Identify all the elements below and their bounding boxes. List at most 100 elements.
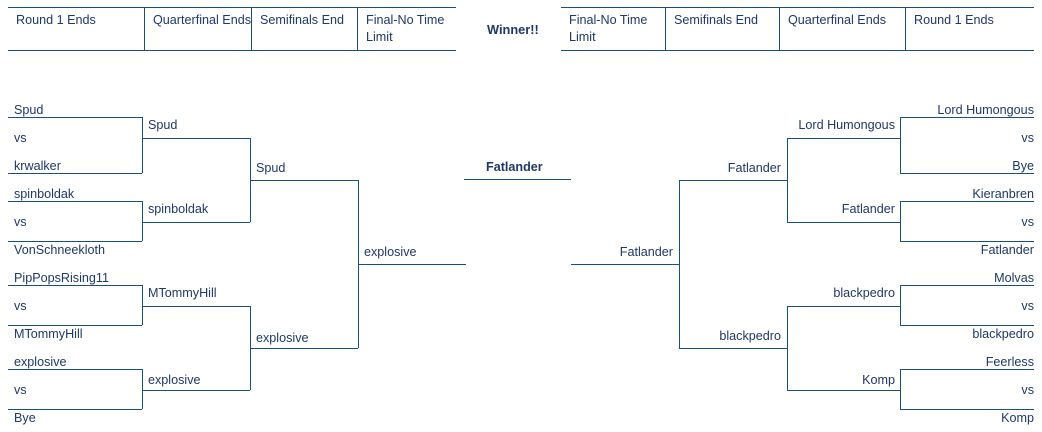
right-r1-match-4-connector <box>900 369 901 409</box>
right-qf-winner-4: Komp <box>862 373 895 387</box>
left-qf-winner-2: spinboldak <box>148 202 209 216</box>
right-r1-match-1-vs: vs <box>1021 131 1034 145</box>
header-semifinals-end-right: Semifinals End <box>666 8 780 50</box>
left-r1-match-4-vs: vs <box>14 383 27 397</box>
right-qf-winner-1: Lord Humongous <box>798 118 895 132</box>
left-sf-2-line <box>250 348 358 349</box>
left-qf-2-line <box>142 222 250 223</box>
right-r1-match-2-line-top <box>900 201 1034 202</box>
right-r1-match-4-line-bottom <box>900 409 1034 410</box>
right-qf-connector-top <box>787 138 788 222</box>
left-r1-match-2-vs: vs <box>14 215 27 229</box>
left-r1-match-3: PipPopsRising11 vs MTommyHill <box>14 264 148 348</box>
left-r1-match-1: Spud vs krwalker <box>14 96 148 180</box>
left-r1-match-2-player-bottom: VonSchneekloth <box>14 243 106 257</box>
header-final-no-time-limit-right: Final-No Time Limit <box>561 8 666 50</box>
left-sf-1-line <box>250 180 358 181</box>
left-r1-match-3-connector <box>142 285 143 325</box>
left-r1-match-1-vs: vs <box>14 131 27 145</box>
right-final-line <box>571 264 679 265</box>
left-r1-match-1-player-top: Spud <box>14 103 44 117</box>
right-r1-match-3-player-bottom: blackpedro <box>972 327 1034 341</box>
left-r1-match-2: spinboldak vs VonSchneekloth <box>14 180 148 264</box>
left-qf-4-line <box>142 390 250 391</box>
right-final-winner: Fatlander <box>619 245 673 259</box>
left-r1-match-2-line-top <box>8 201 142 202</box>
right-qf-3-line <box>787 306 900 307</box>
right-qf-1-line <box>787 138 900 139</box>
left-r1-match-4-player-bottom: Bye <box>14 411 36 425</box>
right-r1-match-1-player-bottom: Bye <box>1012 159 1034 173</box>
left-r1-match-3-line-top <box>8 285 142 286</box>
left-final-line <box>358 264 466 265</box>
right-r1-match-3-line-top <box>900 285 1034 286</box>
right-sf-connector <box>679 180 680 348</box>
right-r1-match-3-player-top: Molvas <box>994 271 1034 285</box>
right-sf-2-line <box>679 348 787 349</box>
left-r1-match-1-line-bottom <box>8 173 142 174</box>
right-r1-match-3: Molvas vs blackpedro <box>900 264 1034 348</box>
left-r1-match-2-player-top: spinboldak <box>14 187 75 201</box>
left-r1-match-4-line-bottom <box>8 409 142 410</box>
left-qf-3-line <box>142 306 250 307</box>
left-r1-match-4-line-top <box>8 369 142 370</box>
header-quarterfinal-ends-left: Quarterfinal Ends <box>145 8 252 50</box>
header-row-right: Final-No Time Limit Semifinals End Quart… <box>561 7 1034 51</box>
right-r1-match-3-connector <box>900 285 901 325</box>
right-r1-match-4-line-top <box>900 369 1034 370</box>
left-r1-match-4-player-top: explosive <box>14 355 67 369</box>
champion-underline <box>464 179 571 180</box>
left-r1-match-2-connector <box>142 201 143 241</box>
right-r1-match-2: Kieranbren vs Fatlander <box>900 180 1034 264</box>
right-r1-match-1-connector <box>900 117 901 173</box>
right-r1-match-1-line-top <box>900 117 1034 118</box>
right-sf-1-line <box>679 180 787 181</box>
left-r1-match-3-line-bottom <box>8 325 142 326</box>
right-r1-match-4-vs: vs <box>1021 383 1034 397</box>
left-r1-match-2-line-bottom <box>8 241 142 242</box>
right-r1-match-2-player-top: Kieranbren <box>972 187 1034 201</box>
left-sf-winner-2: explosive <box>256 331 309 345</box>
left-qf-winner-4: explosive <box>148 373 201 387</box>
right-qf-2-line <box>787 222 900 223</box>
right-qf-connector-bottom <box>787 306 788 390</box>
left-qf-winner-1: Spud <box>148 118 178 132</box>
left-sf-winner-1: Spud <box>256 161 286 175</box>
left-r1-match-3-player-bottom: MTommyHill <box>14 327 83 341</box>
winner-label: Winner!! <box>487 22 539 37</box>
right-r1-match-2-player-bottom: Fatlander <box>980 243 1034 257</box>
right-r1-match-4: Feerless vs Komp <box>900 348 1034 432</box>
right-r1-match-4-player-top: Feerless <box>985 355 1034 369</box>
champion-name: Fatlander <box>486 160 543 174</box>
right-r1-match-3-line-bottom <box>900 325 1034 326</box>
header-semifinals-end-left: Semifinals End <box>252 8 358 50</box>
header-final-no-time-limit-left: Final-No Time Limit <box>366 13 445 44</box>
right-qf-winner-2: Fatlander <box>841 202 895 216</box>
left-final-winner: explosive <box>364 245 417 259</box>
left-qf-1-line <box>142 138 250 139</box>
right-qf-winner-3: blackpedro <box>833 286 895 300</box>
left-r1-match-1-line-top <box>8 117 142 118</box>
right-r1-match-4-player-bottom: Komp <box>1001 411 1034 425</box>
header-row-left: Round 1 Ends Quarterfinal Ends Semifinal… <box>8 7 456 51</box>
left-r1-match-3-player-top: PipPopsRising11 <box>14 271 109 285</box>
right-r1-match-1-player-top: Lord Humongous <box>937 103 1034 117</box>
right-sf-winner-2: blackpedro <box>719 329 781 343</box>
left-qf-winner-3: MTommyHill <box>148 286 217 300</box>
right-r1-match-1-line-bottom <box>900 173 1034 174</box>
left-r1-match-1-connector <box>142 117 143 173</box>
left-r1-match-3-vs: vs <box>14 299 27 313</box>
right-r1-match-2-connector <box>900 201 901 241</box>
left-r1-match-1-player-bottom: krwalker <box>14 159 61 173</box>
right-r1-match-2-vs: vs <box>1021 215 1034 229</box>
left-r1-match-4: explosive vs Bye <box>14 348 148 432</box>
right-r1-match-1: Lord Humongous vs Bye <box>900 96 1034 180</box>
header-round-1-ends-right: Round 1 Ends <box>914 13 994 27</box>
right-r1-match-2-line-bottom <box>900 241 1034 242</box>
right-sf-winner-1: Fatlander <box>727 161 781 175</box>
header-quarterfinal-ends-right: Quarterfinal Ends <box>780 8 906 50</box>
left-r1-match-4-connector <box>142 369 143 409</box>
header-round-1-ends-left: Round 1 Ends <box>8 8 145 50</box>
right-qf-4-line <box>787 390 900 391</box>
